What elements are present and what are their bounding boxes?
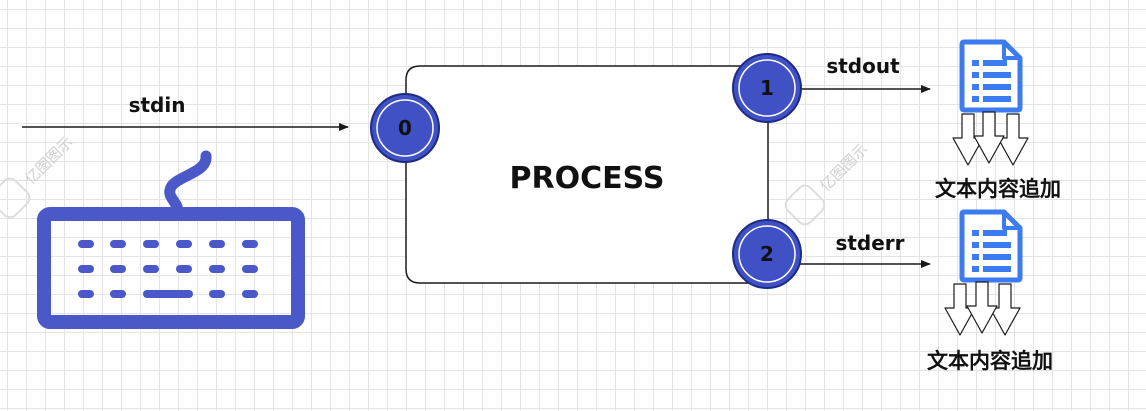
stdout-label: stdout [826,54,900,78]
stdout-document-icon [959,39,1023,113]
watermark-left: 亿图图示 [0,133,76,219]
svg-text:亿图图示: 亿图图示 [816,140,871,195]
stdout-target-label: 文本内容追加 [935,177,1061,201]
fd-number-1: 1 [760,76,774,100]
stdout-append-arrow-icon [952,111,1029,166]
stderr-append-arrow-icon [944,281,1021,336]
fd-number-2: 2 [760,242,774,266]
stderr-target-label: 文本内容追加 [927,349,1053,373]
keyboard-icon [37,150,305,329]
process-box [405,65,769,284]
fd-node-stderr: 2 [732,219,802,289]
process-label: PROCESS [510,161,665,196]
watermark-right: 亿图图示 [784,140,871,226]
svg-text:亿图图示: 亿图图示 [21,133,76,188]
fd-node-stdout: 1 [732,53,802,123]
stderr-label: stderr [835,231,904,255]
fd-node-stdin: 0 [370,93,440,163]
stdin-label: stdin [129,93,186,117]
fd-number-0: 0 [398,116,412,140]
stderr-document-icon [959,209,1023,283]
